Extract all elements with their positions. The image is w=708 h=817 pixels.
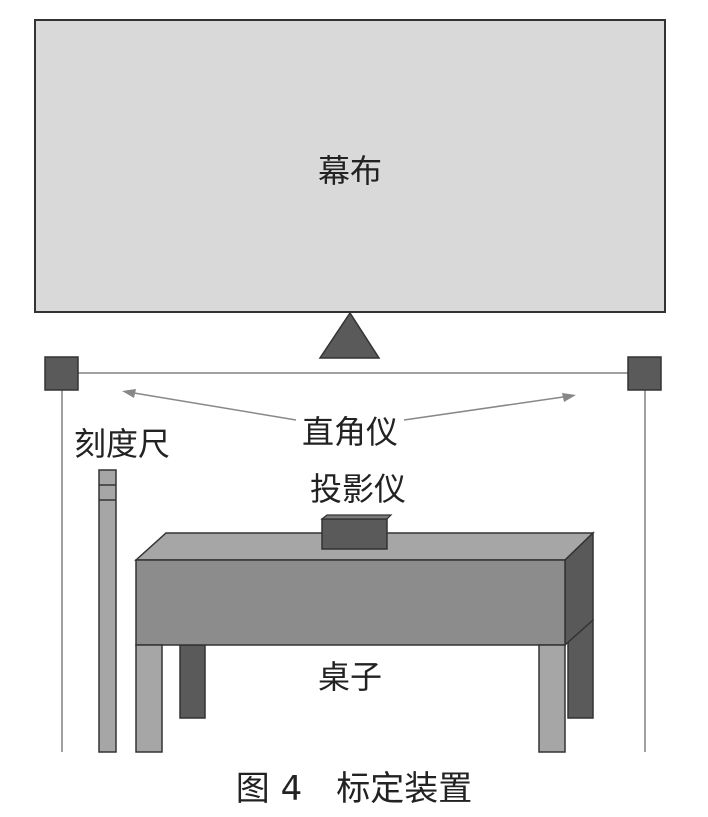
table-back-leg-right [567, 619, 594, 719]
table-label: 桌子 [318, 658, 382, 696]
table-front [135, 559, 566, 646]
projector [321, 518, 388, 550]
ruler [98, 469, 117, 753]
projector-label: 投影仪 [310, 470, 406, 508]
screen [34, 19, 666, 313]
square-arrowhead-right [562, 393, 576, 402]
ruler-label: 刻度尺 [74, 425, 170, 463]
square-right-block [627, 356, 662, 391]
table-front-leg-left [135, 644, 163, 753]
square-arrow-left [127, 391, 297, 421]
square-label: 直角仪 [302, 413, 398, 451]
table-front-leg-right [538, 644, 566, 753]
screen-stand [318, 311, 381, 359]
square-arrow-right [403, 395, 571, 421]
figure-caption: 图 4 标定装置 [236, 769, 472, 809]
table-back-leg-left [179, 644, 206, 719]
square-left-block [44, 356, 79, 391]
square-arrowhead-left [122, 389, 136, 398]
projector-top [320, 514, 393, 520]
screen-label: 幕布 [318, 152, 382, 190]
